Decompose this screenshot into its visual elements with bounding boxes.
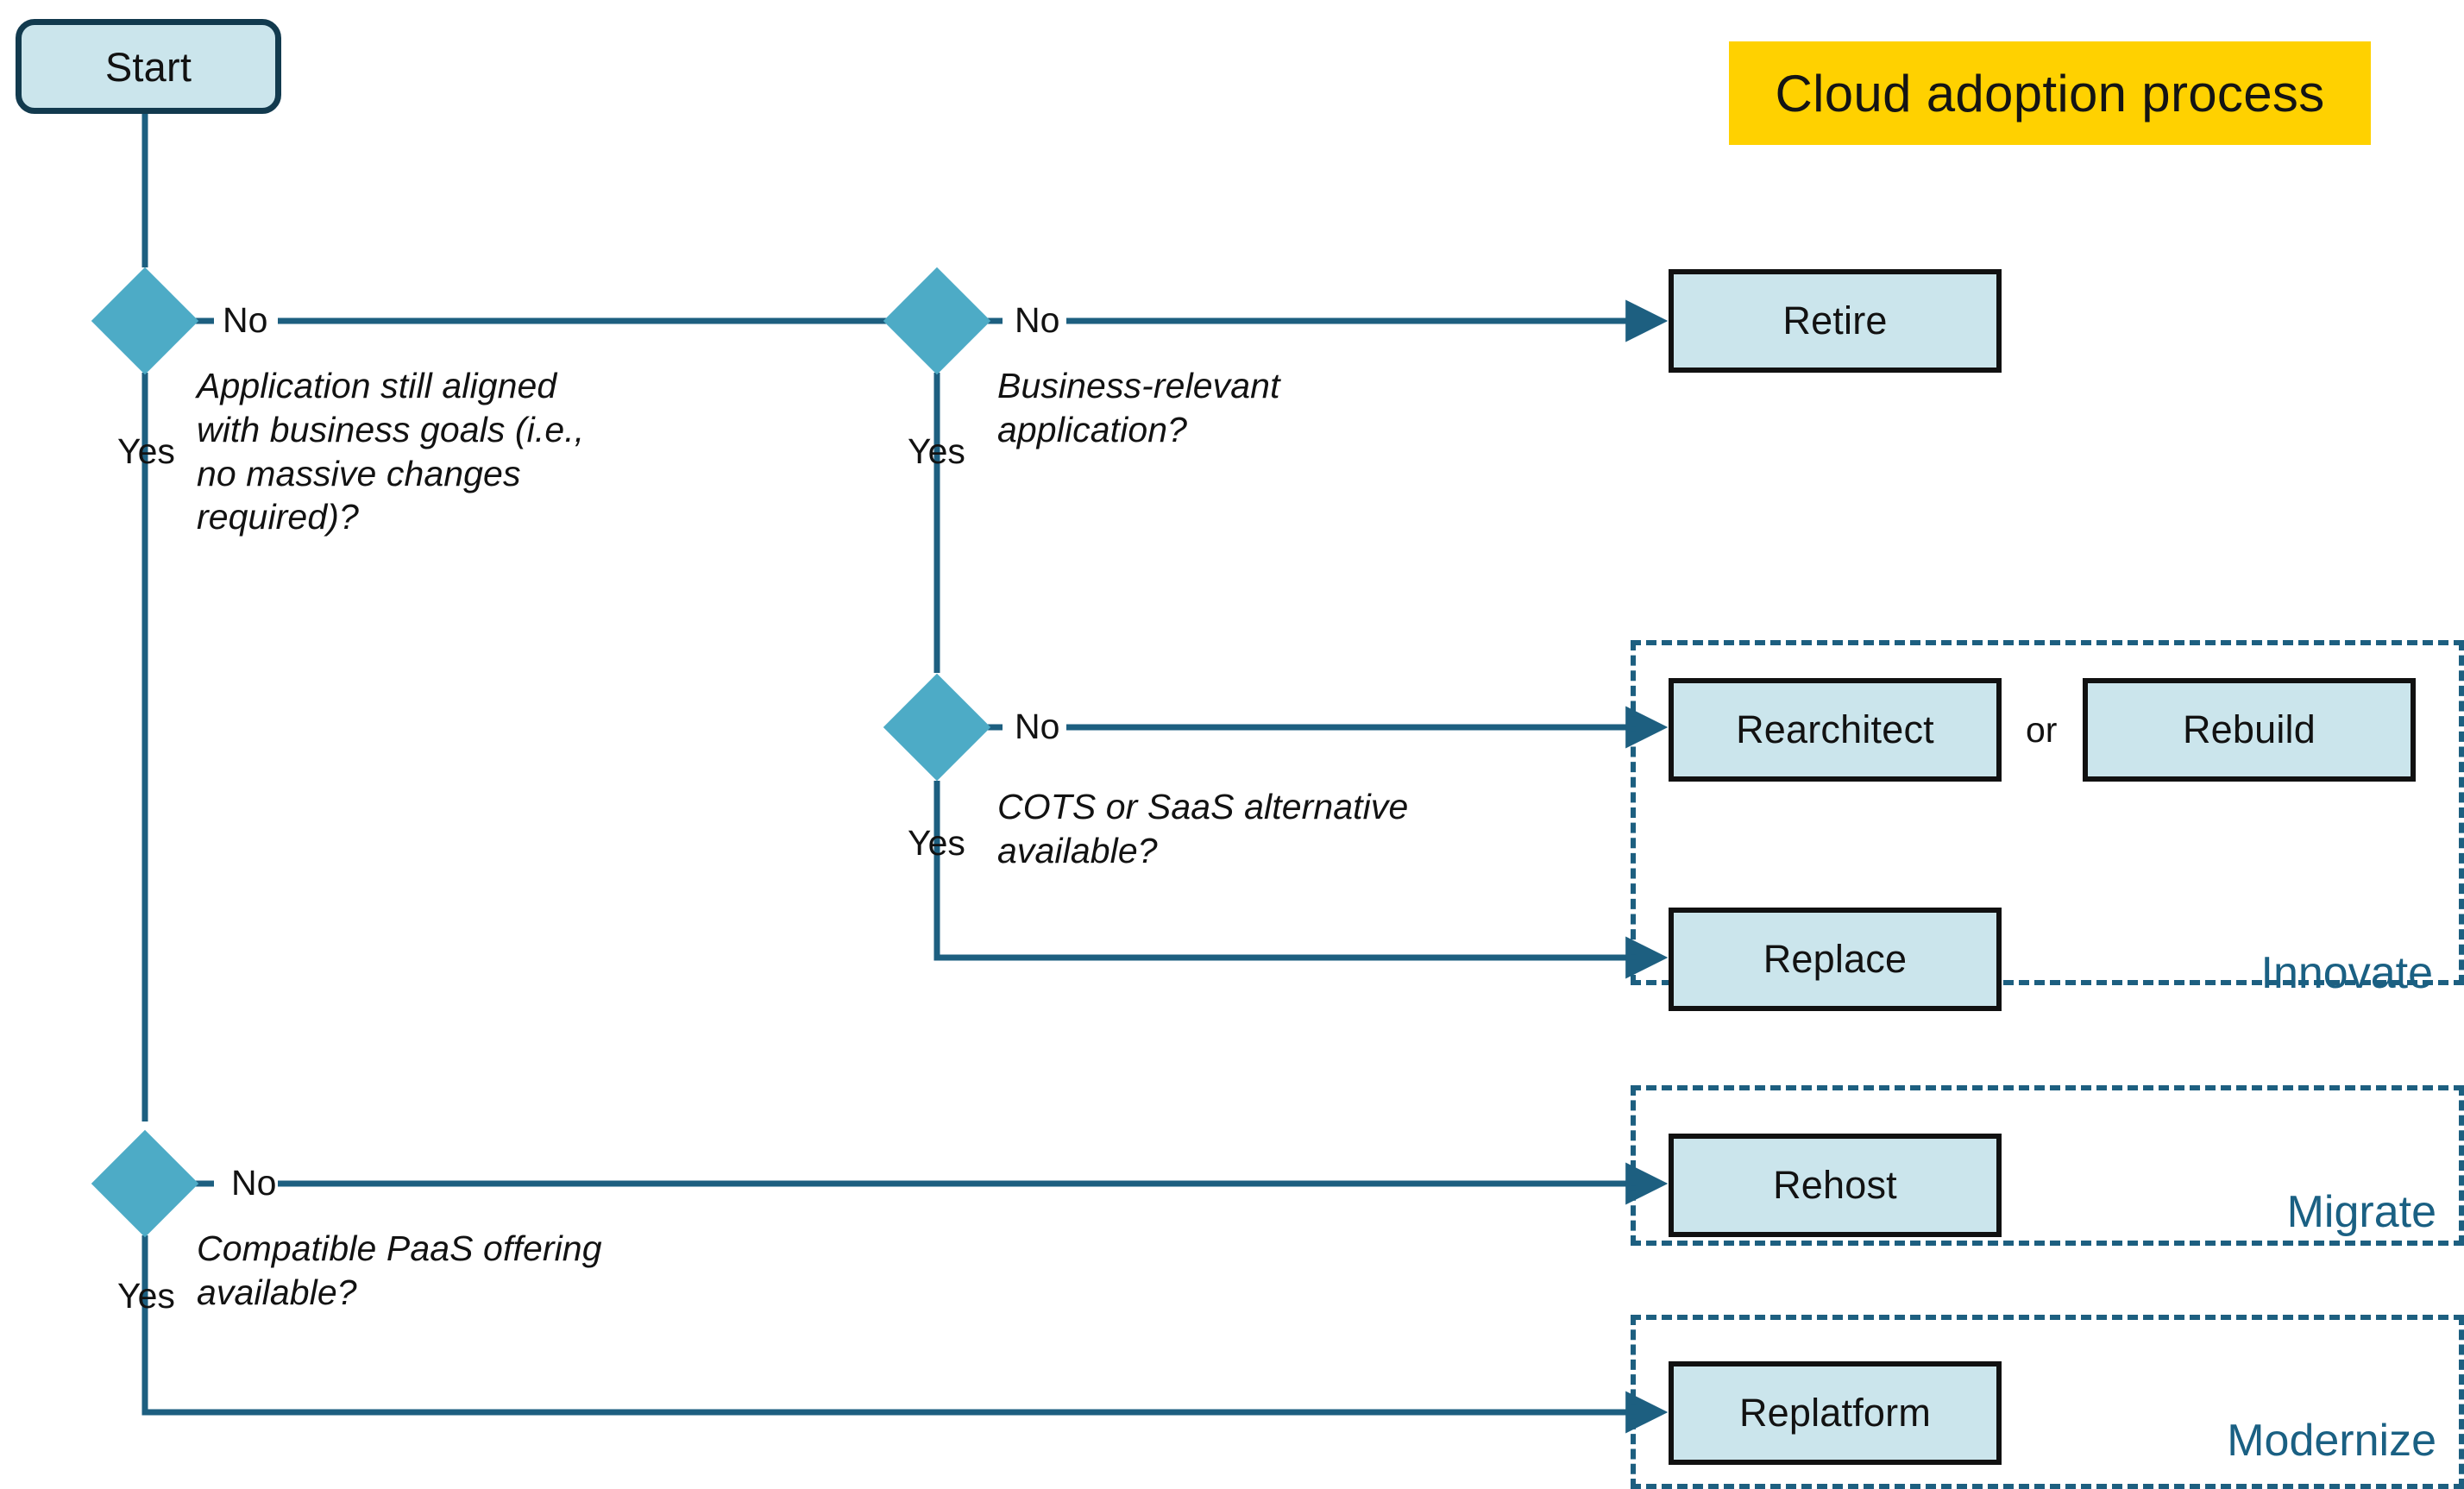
edge-label-aligned-no: No	[223, 300, 268, 340]
node-retire-label: Retire	[1782, 298, 1888, 342]
group-label-migrate: Migrate	[2286, 1187, 2436, 1237]
question-paas: Compatible PaaS offering available?	[197, 1227, 732, 1315]
question-business-relevant: Business-relevant application?	[997, 364, 1480, 452]
decision-paas[interactable]	[91, 1129, 199, 1238]
question-aligned: Application still aligned with business …	[197, 364, 680, 539]
edge-label-paas-no: No	[231, 1163, 277, 1203]
node-replatform[interactable]: Replatform	[1669, 1361, 2002, 1465]
edge-label-relevant-no: No	[1015, 300, 1060, 340]
group-innovate	[1631, 640, 2464, 985]
node-retire[interactable]: Retire	[1669, 269, 2002, 373]
node-replace-label: Replace	[1763, 937, 1908, 981]
node-replace[interactable]: Replace	[1669, 908, 2002, 1011]
question-aligned-line-1: Application still aligned	[197, 366, 557, 405]
node-rebuild[interactable]: Rebuild	[2083, 678, 2416, 782]
edge-label-cots-yes: Yes	[908, 823, 965, 863]
node-rehost[interactable]: Rehost	[1669, 1134, 2002, 1237]
or-label: or	[2026, 710, 2058, 750]
node-rearchitect[interactable]: Rearchitect	[1669, 678, 2002, 782]
question-aligned-line-2: with business goals (i.e.,	[197, 409, 585, 449]
node-start[interactable]: Start	[16, 19, 281, 114]
question-aligned-line-4: required)?	[197, 497, 359, 537]
node-start-label: Start	[104, 43, 192, 90]
node-rehost-label: Rehost	[1773, 1163, 1897, 1207]
question-paas-line-2: available?	[197, 1272, 357, 1312]
question-cots-saas: COTS or SaaS alternative available?	[997, 785, 1532, 873]
edge-label-relevant-yes: Yes	[908, 431, 965, 471]
edge-label-aligned-yes: Yes	[117, 431, 175, 471]
edge-label-cots-no: No	[1015, 707, 1060, 746]
question-aligned-line-3: no massive changes	[197, 453, 521, 493]
question-paas-line-1: Compatible PaaS offering	[197, 1228, 602, 1268]
node-replatform-label: Replatform	[1738, 1391, 1932, 1435]
title-banner: Cloud adoption process	[1729, 41, 2371, 145]
decision-aligned[interactable]	[91, 267, 199, 375]
question-cots-line-1: COTS or SaaS alternative	[997, 787, 1409, 826]
group-migrate	[1631, 1085, 2464, 1246]
decision-business-relevant[interactable]	[883, 267, 991, 375]
edge-label-paas-yes: Yes	[117, 1276, 175, 1316]
title-banner-label: Cloud adoption process	[1775, 64, 2325, 123]
group-modernize	[1631, 1315, 2464, 1489]
question-cots-line-2: available?	[997, 830, 1158, 870]
group-label-innovate: Innovate	[2260, 948, 2434, 998]
decision-cots-saas[interactable]	[883, 673, 991, 782]
node-rebuild-label: Rebuild	[2182, 707, 2316, 751]
question-relevant-line-1: Business-relevant	[997, 366, 1280, 405]
node-rearchitect-label: Rearchitect	[1736, 707, 1934, 751]
group-label-modernize: Modernize	[2227, 1416, 2436, 1466]
question-relevant-line-2: application?	[997, 409, 1188, 449]
